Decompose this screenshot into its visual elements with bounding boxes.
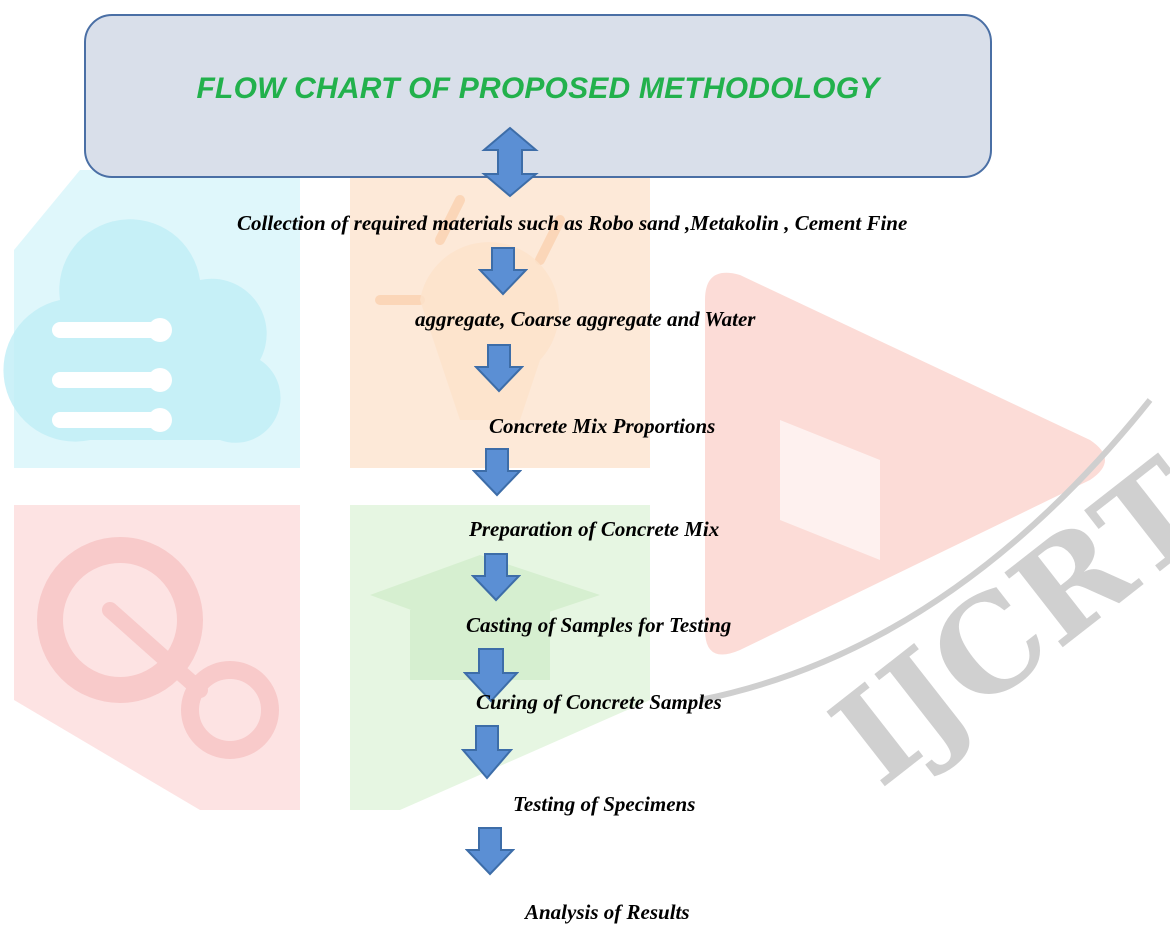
down-arrow-icon — [471, 553, 521, 602]
page-title: FLOW CHART OF PROPOSED METHODOLOGY — [196, 72, 880, 105]
down-arrow-icon — [474, 344, 524, 393]
down-arrow-icon — [472, 448, 522, 497]
double-arrow-icon — [481, 126, 539, 198]
step-analysis: Analysis of Results — [525, 900, 690, 924]
play-book-icon — [705, 272, 1105, 655]
gear-icon — [14, 505, 300, 810]
down-arrow-icon — [463, 648, 519, 703]
step-testing: Testing of Specimens — [513, 792, 696, 816]
step-casting: Casting of Samples for Testing — [466, 613, 732, 637]
lightbulb-icon — [350, 172, 650, 468]
step-mix-proportions: Concrete Mix Proportions — [489, 414, 716, 438]
step-preparation: Preparation of Concrete Mix — [469, 517, 720, 541]
down-arrow-icon — [478, 247, 528, 296]
step-aggregate: aggregate, Coarse aggregate and Water — [415, 307, 756, 331]
step-curing: Curing of Concrete Samples — [476, 690, 722, 714]
step-collection: Collection of required materials such as… — [237, 211, 908, 235]
cloud-icon — [3, 170, 300, 468]
down-arrow-icon — [465, 827, 515, 876]
down-arrow-icon — [461, 725, 513, 780]
